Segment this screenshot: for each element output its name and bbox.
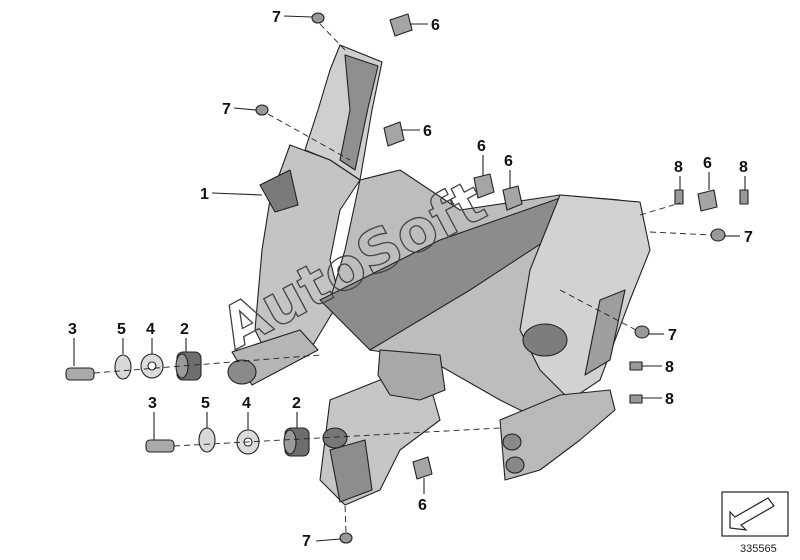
leader-7a (283, 15, 313, 18)
callout-7-bottom: 7 (302, 533, 311, 550)
assembly-line-bottom-screw (344, 504, 347, 533)
screw-7-bottom (339, 532, 353, 544)
screw-7-upper-left (255, 104, 269, 116)
washer-5-lower (198, 427, 216, 453)
bracket-left-wing-dark (259, 169, 299, 213)
callout-4-upper: 4 (146, 321, 155, 338)
bracket-hole (522, 323, 568, 357)
bracket-lower-tube-end (322, 427, 348, 449)
leader-7b (233, 107, 257, 111)
bracket-upper-arm-shade (339, 54, 379, 171)
fasteners (65, 12, 749, 544)
assembly-line-right-screw (649, 231, 713, 236)
reference-number: 335565 (740, 543, 777, 555)
bracket-part (227, 44, 651, 506)
assembly-line-screw-upper-left (267, 113, 351, 161)
callout-1: 1 (200, 186, 209, 203)
bracket-lower-mount-face (329, 439, 373, 503)
callout-2-lower: 2 (292, 395, 301, 412)
bracket-leg-boss-1 (502, 433, 522, 451)
screw-8-top-right (739, 189, 749, 205)
callout-5-lower: 5 (201, 395, 210, 412)
bush-2-lower-face (283, 429, 297, 455)
callout-3-upper: 3 (68, 321, 77, 338)
bracket-left-tube-end (227, 359, 257, 385)
callout-4-lower: 4 (242, 395, 251, 412)
callout-3-lower: 3 (148, 395, 157, 412)
bracket-center-column (377, 349, 446, 401)
screw-7-mid-right (634, 325, 650, 339)
assembly-line-upper-bolt (93, 354, 321, 374)
bush-2-upper-face (175, 353, 189, 379)
callout-6-right: 6 (703, 155, 712, 172)
callout-6-upper: 6 (423, 123, 432, 140)
callout-8-mid: 8 (665, 359, 674, 376)
leader-7e (315, 538, 341, 542)
assembly-line-mid-right (559, 289, 637, 331)
clip-nut-1 (389, 13, 413, 37)
clip-nut-6 (412, 456, 433, 480)
assembly-lines (93, 23, 713, 533)
assembly-line-lower-bolt (173, 427, 501, 447)
clip-nuts (383, 13, 718, 480)
clip-nut-2 (383, 121, 405, 147)
callout-labels: 1 2 2 3 3 4 4 5 5 6 6 6 6 6 6 7 7 7 7 7 … (68, 9, 753, 550)
bracket-lower-right-leg (499, 389, 616, 481)
bolt-3-lower (145, 439, 175, 453)
callout-7-mid-right: 7 (668, 327, 677, 344)
arrow-icon (729, 497, 775, 531)
clip-nut-5 (697, 189, 718, 212)
screw-7-right (710, 228, 726, 242)
callout-8-top-right: 8 (739, 159, 748, 176)
bracket-leg-boss-2 (505, 456, 525, 474)
callout-7-top: 7 (272, 9, 281, 26)
callout-2-upper: 2 (180, 321, 189, 338)
assembly-line-screw-top (319, 23, 346, 51)
clip-nut-3 (473, 173, 495, 199)
clip-nut-4 (502, 185, 523, 211)
leader-lines (73, 15, 746, 542)
callout-8-top-left: 8 (674, 159, 683, 176)
bolt-3-upper (65, 367, 95, 381)
callout-5-upper: 5 (117, 321, 126, 338)
washer-5-upper (114, 354, 132, 380)
callout-6-top: 6 (431, 17, 440, 34)
assembly-line-right-plate (639, 202, 681, 216)
callout-7-upper-left: 7 (222, 101, 231, 118)
screw-8-top-left (674, 189, 684, 205)
callout-6-bottom: 6 (418, 497, 427, 514)
callout-6-center-right: 6 (504, 153, 513, 170)
bracket-right-rib (584, 289, 626, 376)
orientation-badge (721, 491, 789, 537)
callout-7-right: 7 (744, 229, 753, 246)
screw-8-low (629, 394, 643, 404)
leader-1 (211, 192, 263, 196)
callout-8-low: 8 (665, 391, 674, 408)
callout-6-center-left: 6 (477, 138, 486, 155)
screw-8-mid (629, 361, 643, 371)
screw-7-top (311, 12, 325, 24)
